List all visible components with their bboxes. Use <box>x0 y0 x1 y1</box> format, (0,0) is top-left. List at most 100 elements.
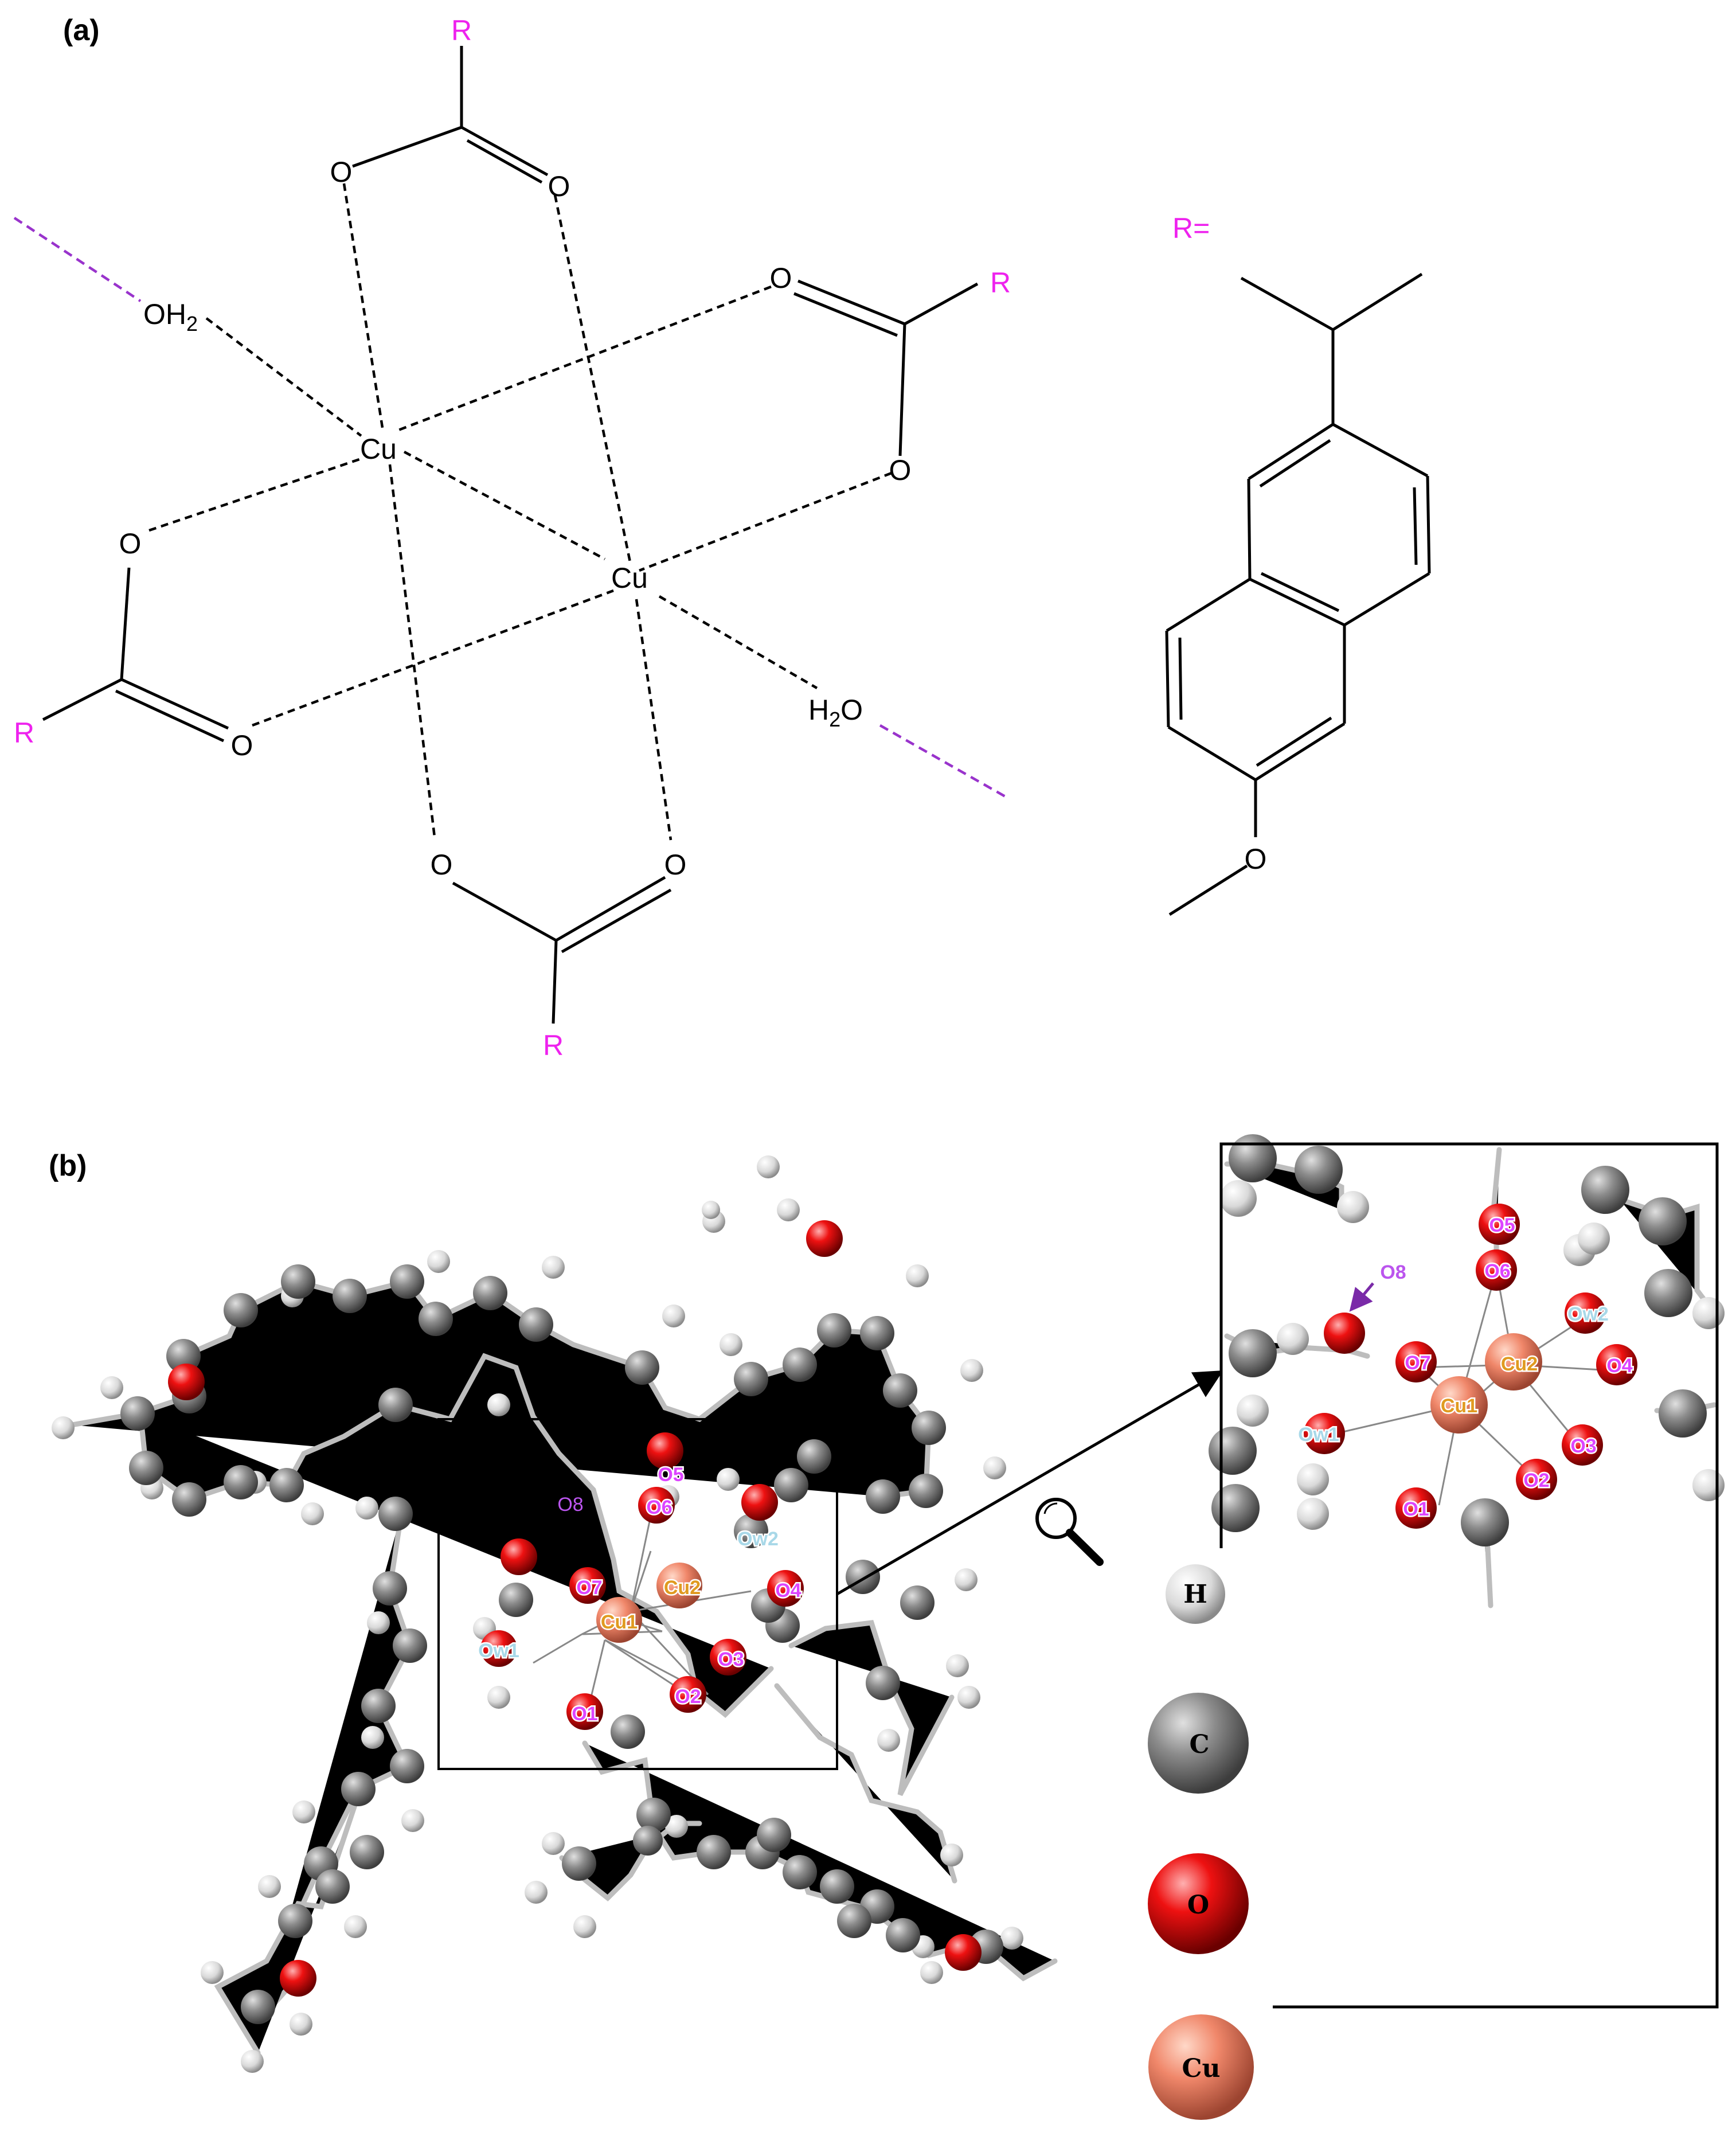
zoom-label-cu1: Cu1 <box>1441 1395 1477 1417</box>
oxygen-label: O <box>231 729 253 761</box>
zoom-label-o3: O3 <box>1570 1435 1596 1457</box>
carbon-atom <box>129 1451 163 1485</box>
oxygen-atoms <box>168 1220 982 1997</box>
carbon-atom <box>734 1362 768 1396</box>
r-label-right: R <box>990 267 1011 299</box>
hydrogen-atom <box>1692 1297 1725 1329</box>
o8-pointer-arrow <box>1349 1282 1374 1312</box>
oxygen-atom <box>1395 1487 1437 1529</box>
carbon-atom <box>1639 1197 1687 1245</box>
panel-b: (b) <box>49 1134 1725 2120</box>
carbon-atom <box>172 1482 206 1517</box>
carbon-atom <box>797 1439 831 1474</box>
carbon-atom <box>900 1585 935 1620</box>
oxygen-atom <box>168 1364 205 1400</box>
oxygen-atom <box>1596 1344 1637 1385</box>
atom-label-o1: O1 <box>572 1703 597 1725</box>
oxygen-label: O <box>431 849 453 881</box>
hydrogen-atom <box>573 1915 596 1938</box>
hydrogen-atom <box>906 1264 929 1287</box>
atom-label-cu1: Cu1 <box>601 1611 638 1633</box>
cu-label-1: Cu <box>360 433 397 465</box>
hydrogen-atom <box>487 1686 510 1709</box>
coordination-bonds <box>148 183 892 841</box>
atom-label-o4: O4 <box>775 1580 801 1602</box>
hydrogen-atom <box>1237 1395 1269 1427</box>
copper-atom <box>1485 1333 1542 1391</box>
atom-label-o3: O3 <box>718 1649 744 1670</box>
atom-label-ow1: Ow1 <box>478 1640 519 1662</box>
hydrogen-atom <box>361 1726 384 1749</box>
hydrogen-atom <box>955 1568 978 1591</box>
oxygen-atom <box>1395 1341 1437 1382</box>
oxygen-atom <box>569 1567 606 1604</box>
legend-item-cu: Cu <box>1148 2014 1254 2120</box>
oxygen-label: O <box>664 849 687 881</box>
hydrogen-atom <box>52 1416 75 1439</box>
oxygen-label: O <box>770 262 792 294</box>
carbon-atom <box>886 1918 920 1952</box>
hydrogen-atom <box>983 1456 1006 1479</box>
magnifier-icon <box>1035 1498 1104 1566</box>
zoom-label-o5: O5 <box>1489 1214 1515 1236</box>
hydrogen-atom <box>720 1333 742 1356</box>
carbon-atom <box>820 1869 854 1904</box>
zoom-label-ow2: Ow2 <box>1567 1303 1609 1325</box>
carbon-atom <box>912 1411 946 1445</box>
hydrogen-atom <box>241 2050 264 2073</box>
oxygen-atom <box>480 1630 517 1667</box>
legend-item-c: C <box>1148 1693 1249 1794</box>
hydrogen-atom <box>957 1686 980 1709</box>
legend-item-h: H <box>1166 1564 1225 1624</box>
zoom-inset: O5 O6 O8 Ow2 O7 Cu2 O4 Cu1 Ow1 O3 O2 O1 <box>1209 1134 1725 2009</box>
hydrogen-atom <box>1337 1191 1369 1223</box>
carbon-atom <box>1659 1389 1707 1438</box>
oxygen-atom <box>670 1676 706 1713</box>
oxygen-atom <box>1324 1313 1365 1354</box>
carbon-atom <box>120 1396 155 1431</box>
legend-label-h: H <box>1183 1580 1207 1609</box>
carbon-atom <box>361 1689 396 1723</box>
carbon-atom <box>1229 1134 1277 1182</box>
hydrogen-atom <box>777 1198 800 1221</box>
hydrogen-atom <box>292 1801 315 1823</box>
carbon-atom <box>341 1772 376 1806</box>
carbon-atom <box>1461 1498 1509 1546</box>
atom-label-o5: O5 <box>658 1464 683 1486</box>
carbon-atom <box>633 1826 663 1856</box>
carbon-atom <box>636 1798 671 1832</box>
oxygen-label: O <box>330 156 353 188</box>
atom-label-o8: O8 <box>557 1494 583 1516</box>
atom-label-ow2: Ow2 <box>737 1528 779 1550</box>
carbon-atom <box>278 1904 312 1938</box>
hydrogen-atom <box>920 1961 943 1984</box>
carbon-atom <box>224 1293 258 1327</box>
paddlewheel-bonds <box>42 46 979 1024</box>
water-left-label: OH2 <box>143 298 198 335</box>
copper-atom <box>1430 1376 1488 1434</box>
r-label-bottom: R <box>543 1029 564 1061</box>
zoom-label-o6: O6 <box>1484 1260 1510 1282</box>
hydrogen-atom <box>960 1359 983 1382</box>
oxygen-atom <box>1562 1424 1603 1466</box>
hydrogen-atom <box>1297 1463 1329 1495</box>
hydrogen-atom <box>946 1654 969 1677</box>
oxygen-label: O <box>548 170 570 202</box>
hydrogen-atom <box>717 1468 740 1491</box>
r-label-left: R <box>14 717 34 749</box>
carbon-atom <box>390 1264 424 1299</box>
hydrogen-atom <box>355 1497 378 1520</box>
hydrogen-atom <box>542 1832 565 1855</box>
cu-label-2: Cu <box>611 562 648 594</box>
carbon-atom <box>1209 1427 1257 1475</box>
hydrogen-atom <box>542 1256 565 1279</box>
carbon-atom <box>562 1846 596 1881</box>
carbon-atom <box>697 1835 731 1869</box>
carbon-atom <box>866 1479 900 1514</box>
hydrogen-atom <box>1220 1180 1257 1217</box>
hydrogen-atom <box>344 1915 367 1938</box>
carbon-atom <box>1295 1146 1343 1194</box>
carbon-atom <box>519 1307 553 1342</box>
oxygen-atom <box>741 1484 778 1521</box>
oxygen-atom <box>1516 1459 1557 1500</box>
